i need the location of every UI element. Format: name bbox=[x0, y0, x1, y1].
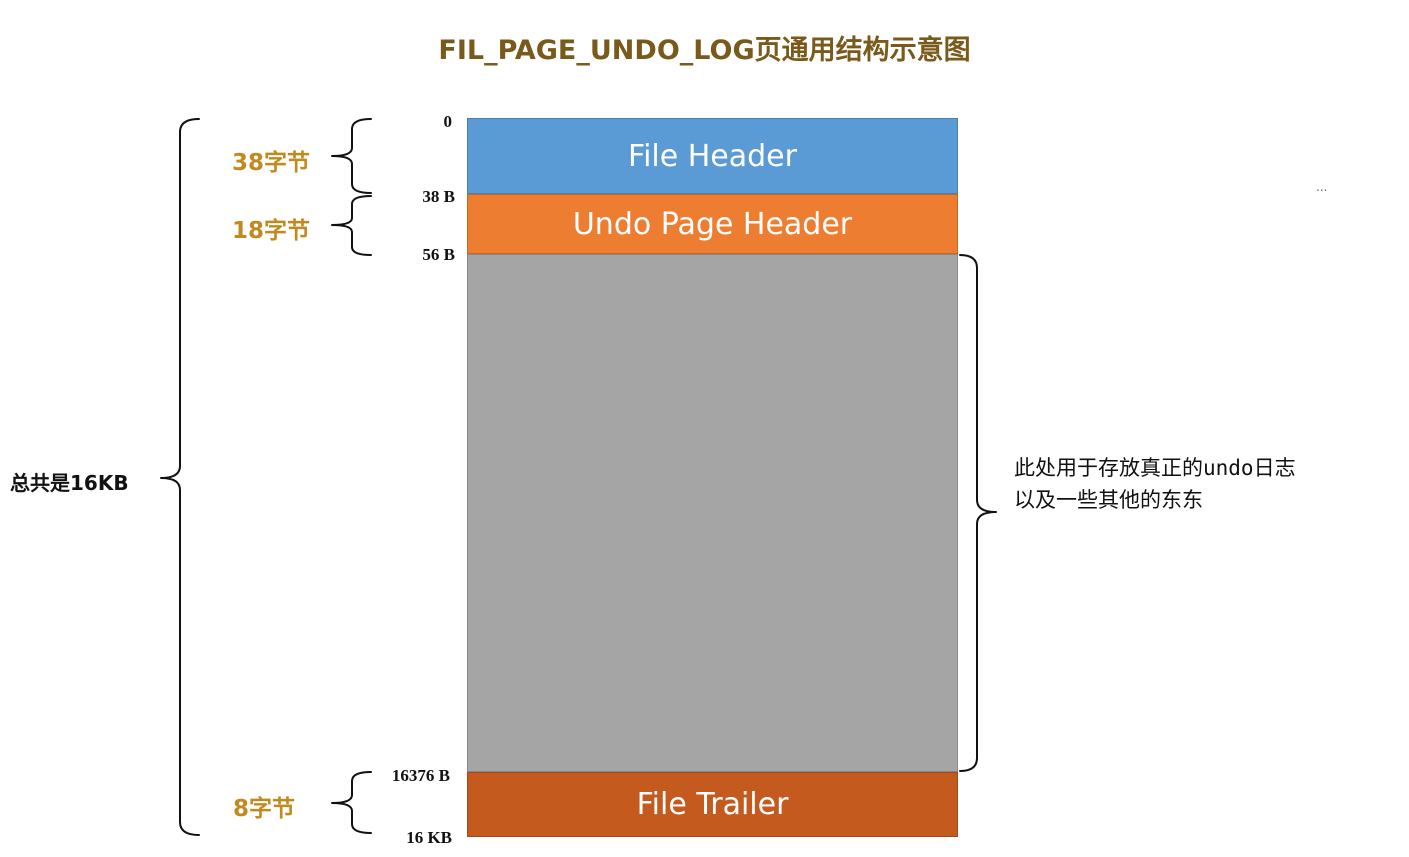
undo-page-header-label: Undo Page Header bbox=[572, 206, 853, 242]
offset-16kb: 16 KB bbox=[406, 828, 452, 847]
file-trailer-label: File Trailer bbox=[636, 787, 789, 822]
undo-log-body-block bbox=[467, 254, 958, 772]
size-label-file-trailer: 8字节 bbox=[233, 796, 296, 822]
size-label-file-header: 38字节 bbox=[232, 150, 311, 176]
file-header-brace bbox=[331, 118, 372, 194]
undo-page-header-brace bbox=[331, 195, 372, 256]
offset-38: 38 B bbox=[422, 187, 455, 206]
offset-56: 56 B bbox=[422, 245, 455, 264]
diagram-title: FIL_PAGE_UNDO_LOG页通用结构示意图 bbox=[438, 35, 971, 66]
body-note: 此处用于存放真正的undo日志 以及一些其他的东东 bbox=[1014, 452, 1296, 516]
body-note-line-1: 此处用于存放真正的undo日志 bbox=[1014, 456, 1296, 480]
offset-0: 0 bbox=[443, 112, 453, 131]
file-header-label: File Header bbox=[628, 138, 797, 174]
offset-16376: 16376 B bbox=[391, 766, 450, 785]
body-note-line-2: 以及一些其他的东东 bbox=[1014, 488, 1203, 512]
file-trailer-brace bbox=[331, 771, 372, 834]
total-brace bbox=[160, 118, 200, 836]
undo-page-header-block: Undo Page Header bbox=[467, 194, 958, 254]
total-size-label: 总共是16KB bbox=[10, 471, 129, 495]
size-label-undo-page-header: 18字节 bbox=[232, 218, 311, 244]
body-brace bbox=[959, 254, 997, 772]
ellipsis-mark: ... bbox=[1316, 180, 1328, 194]
file-trailer-block: File Trailer bbox=[467, 772, 958, 837]
file-header-block: File Header bbox=[467, 118, 958, 194]
